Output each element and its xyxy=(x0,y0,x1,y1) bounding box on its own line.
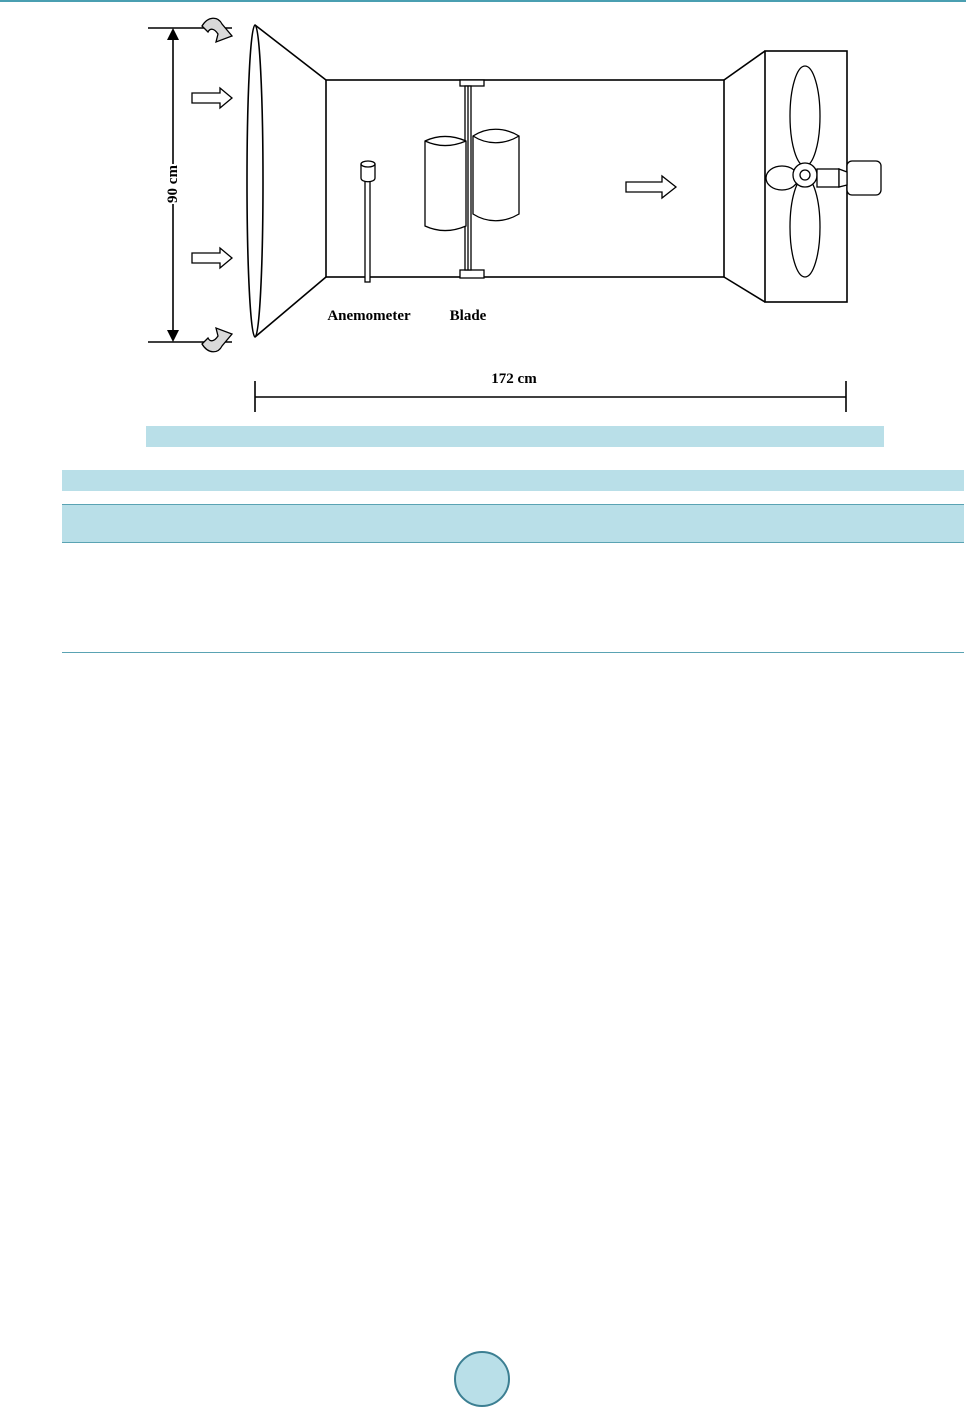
blade-label: Blade xyxy=(450,308,487,324)
inflow-arrow-lower-icon xyxy=(191,246,234,270)
wind-tunnel-figure: 90 cm xyxy=(146,14,886,426)
header-rule xyxy=(0,0,966,2)
table-title-bar xyxy=(62,470,964,491)
wind-tunnel-diagram: 90 cm xyxy=(148,17,882,412)
figure-caption-bar xyxy=(146,426,884,447)
flow-direction-arrow-icon xyxy=(625,174,678,200)
inflow-arrow-upper-icon xyxy=(191,86,234,110)
contraction-top-edge xyxy=(254,24,327,81)
arrowhead-down xyxy=(167,330,179,342)
height-dimension-label: 90 cm xyxy=(165,165,181,203)
diffuser-top-edge xyxy=(723,50,766,81)
length-dimension-label: 172 cm xyxy=(491,371,537,387)
arrowhead-up xyxy=(167,28,179,40)
table-body xyxy=(62,542,964,653)
page-number-badge xyxy=(454,1351,510,1407)
table-header-row xyxy=(62,504,964,543)
contraction-bottom-edge xyxy=(254,276,327,338)
diffuser-bottom-edge xyxy=(723,276,766,303)
curved-arrow-bottom-icon xyxy=(201,326,234,353)
rotor-shaft xyxy=(459,79,485,279)
curved-arrow-top-icon xyxy=(201,17,234,44)
inlet-opening xyxy=(246,24,264,338)
fan-icon xyxy=(765,65,882,278)
curved-inflow-arrows xyxy=(201,17,234,353)
anemometer-label: Anemometer xyxy=(327,308,411,324)
savonius-blade-icon xyxy=(424,128,520,232)
test-section xyxy=(325,79,725,278)
anemometer-icon xyxy=(360,160,376,283)
